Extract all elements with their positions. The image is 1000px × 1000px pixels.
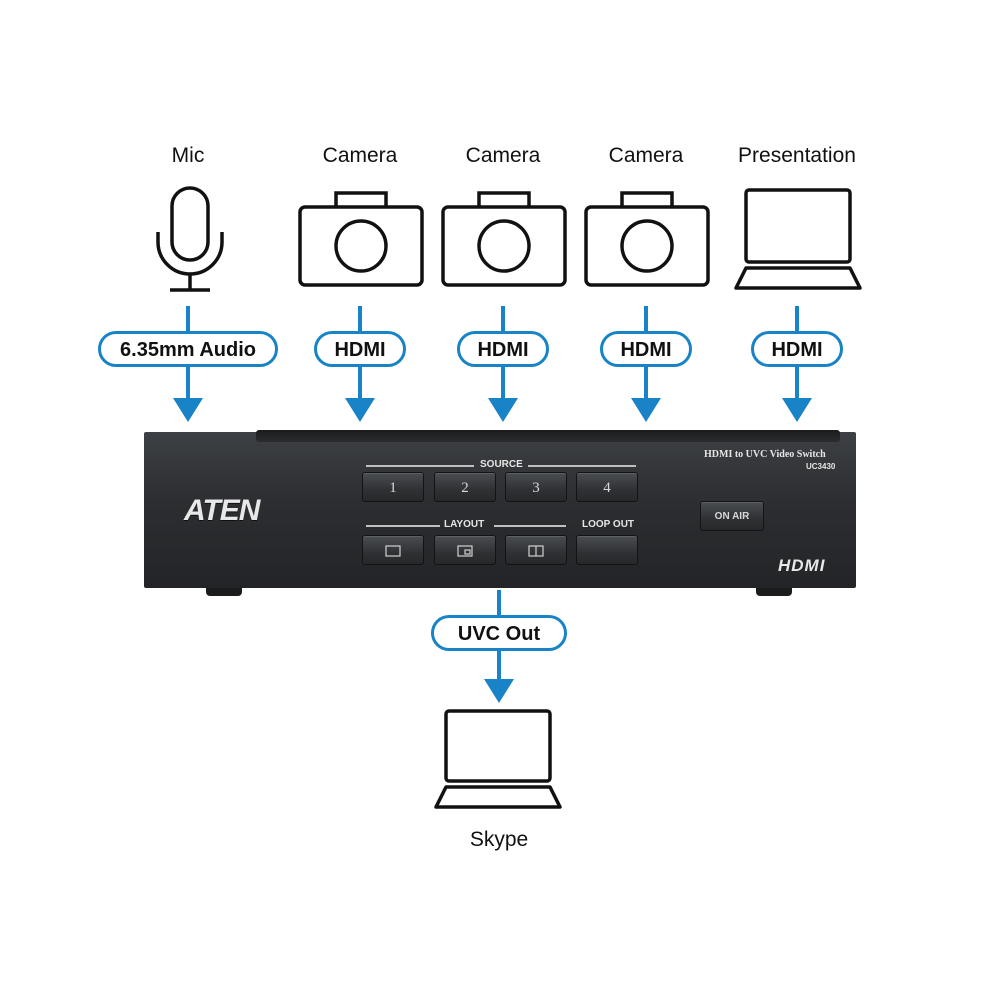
model-number: UC3430 xyxy=(806,462,836,471)
camera-icon xyxy=(441,191,567,287)
layout-button-single[interactable] xyxy=(362,535,424,565)
device-foot xyxy=(206,588,242,596)
divider xyxy=(494,525,566,527)
connector-label-audio: 6.35mm Audio xyxy=(98,331,278,367)
aten-logo: ATEN xyxy=(184,494,260,527)
arrow-down-icon xyxy=(173,398,203,422)
connector-label-hdmi: HDMI xyxy=(457,331,549,367)
arrow-down-icon xyxy=(631,398,661,422)
layout-button-pip[interactable] xyxy=(434,535,496,565)
source-label-camera-1: Camera xyxy=(322,144,398,167)
source-button-1[interactable]: 1 xyxy=(362,472,424,502)
laptop-icon xyxy=(734,188,862,290)
laptop-icon xyxy=(434,709,562,809)
device-foot xyxy=(756,588,792,596)
source-button-3[interactable]: 3 xyxy=(505,472,567,502)
camera-icon xyxy=(584,191,710,287)
arrow-down-icon xyxy=(782,398,812,422)
connector-label-hdmi: HDMI xyxy=(751,331,843,367)
divider xyxy=(528,465,636,467)
arrow-down-icon xyxy=(488,398,518,422)
connector-label-uvc-out: UVC Out xyxy=(431,615,567,651)
source-button-2[interactable]: 2 xyxy=(434,472,496,502)
source-label-camera-3: Camera xyxy=(608,144,684,167)
product-name: HDMI to UVC Video Switch xyxy=(704,449,826,460)
connector-label-hdmi: HDMI xyxy=(600,331,692,367)
layout-button-split[interactable] xyxy=(505,535,567,565)
hdmi-logo: HDMI xyxy=(778,556,826,575)
source-label-presentation: Presentation xyxy=(738,144,856,167)
connector-label-hdmi: HDMI xyxy=(314,331,406,367)
camera-icon xyxy=(298,191,424,287)
source-heading: SOURCE xyxy=(480,459,523,470)
layout-split-icon xyxy=(528,545,544,557)
on-air-button[interactable]: ON AIR xyxy=(700,501,764,531)
layout-pip-icon xyxy=(457,545,473,557)
microphone-icon xyxy=(156,186,224,292)
source-label-mic: Mic xyxy=(171,144,205,167)
source-label-camera-2: Camera xyxy=(465,144,541,167)
divider xyxy=(366,525,440,527)
arrow-down-icon xyxy=(484,679,514,703)
destination-label-skype: Skype xyxy=(469,828,529,851)
device-top-ridge xyxy=(256,430,840,442)
source-button-4[interactable]: 4 xyxy=(576,472,638,502)
divider xyxy=(366,465,474,467)
layout-single-icon xyxy=(385,545,401,557)
loop-out-heading: LOOP OUT xyxy=(582,519,635,530)
arrow-down-icon xyxy=(345,398,375,422)
loop-out-button[interactable] xyxy=(576,535,638,565)
layout-heading: LAYOUT xyxy=(444,519,485,530)
